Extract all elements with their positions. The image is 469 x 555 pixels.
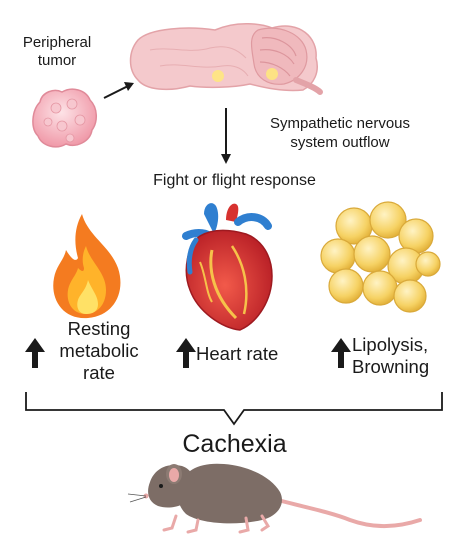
up-arrow-icon [176,338,196,368]
resting-metabolic-rate-label: Resting metabolic rate [59,318,139,383]
fat-cells-icon [320,201,441,313]
fight-or-flight-label: Fight or flight response [153,172,316,189]
arrow-brain-down [221,108,231,164]
brain-illustration [129,23,323,95]
sympathetic-outflow-label: Sympathetic nervous system outflow [269,115,411,151]
mouse-illustration [127,463,422,534]
arrow-tumor-to-brain [103,82,134,99]
tumor-illustration [32,88,97,148]
flame-icon [53,214,121,319]
heart-rate-label: Heart rate [196,343,279,364]
lipolysis-browning-label: Lipolysis, Browning [352,334,430,377]
peripheral-tumor-label: Peripheral tumor [22,34,92,69]
up-arrow-icon [331,338,351,368]
bracket [25,392,443,426]
up-arrow-icon [25,338,45,368]
cachexia-label: Cachexia [182,430,287,458]
heart-icon [182,203,273,331]
